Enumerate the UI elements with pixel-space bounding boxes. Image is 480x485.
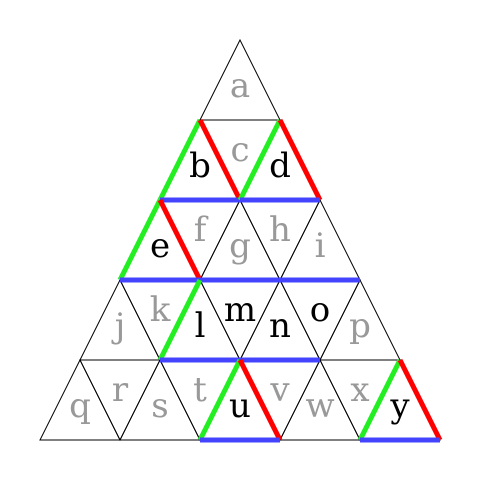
highlighted-edges (117, 118, 443, 443)
label-e: e (150, 226, 170, 266)
label-g: g (229, 226, 251, 266)
label-d: d (269, 146, 291, 186)
label-i: i (315, 226, 326, 266)
edge-u-left (197, 358, 243, 442)
edge-l-left (157, 278, 203, 362)
label-s: s (151, 386, 168, 426)
label-q: q (69, 386, 91, 426)
edge-y-right (397, 358, 443, 442)
label-p: p (349, 306, 371, 346)
label-n: n (269, 306, 291, 346)
label-w: w (305, 386, 334, 426)
label-c: c (230, 130, 249, 170)
label-h: h (269, 210, 291, 250)
label-k: k (150, 290, 171, 330)
edge-y-left (357, 358, 403, 442)
edge-d-left (237, 118, 283, 202)
edge-b-right (197, 118, 243, 202)
label-x: x (350, 370, 369, 410)
label-t: t (193, 370, 207, 410)
label-m: m (224, 290, 256, 330)
edge-u-right (237, 358, 283, 442)
label-o: o (310, 290, 330, 330)
label-y: y (389, 386, 410, 426)
label-r: r (112, 370, 129, 410)
label-l: l (195, 306, 206, 346)
edge-b-left (157, 118, 203, 202)
label-u: u (229, 386, 251, 426)
edge-e-right (157, 198, 203, 282)
label-f: f (194, 210, 209, 250)
label-v: v (269, 370, 290, 410)
label-b: b (189, 146, 211, 186)
edge-e-left (117, 198, 163, 282)
label-a: a (230, 66, 250, 106)
label-j: j (111, 306, 126, 346)
edge-d-right (277, 118, 323, 202)
